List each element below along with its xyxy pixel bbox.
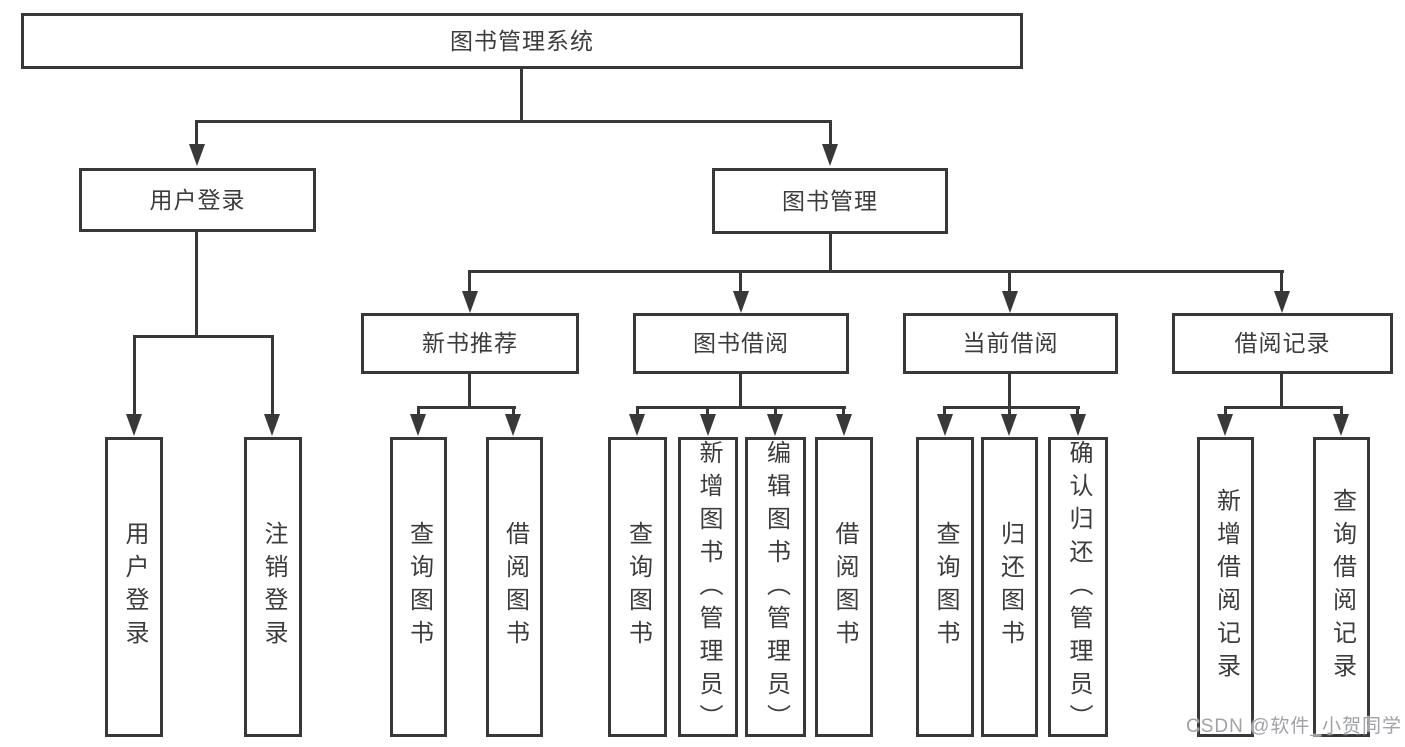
connector-shaft [1280, 270, 1283, 294]
connector-rail [636, 406, 846, 409]
watermark: CSDN @软件_小贺同学 [1186, 716, 1402, 737]
node-label: 图书管理 [782, 187, 878, 214]
connector-shaft [1340, 406, 1343, 417]
node-book-borrowing: 图书借阅 [633, 313, 849, 374]
arrowhead-down-icon [410, 414, 426, 436]
connector-rail [943, 406, 1080, 409]
node-query-books-borrowing: 查询图书 [608, 437, 667, 737]
node-user-login: 用户登录 [79, 168, 316, 232]
connector-shaft [1008, 406, 1011, 417]
arrowhead-down-icon [733, 291, 749, 313]
connector-shaft [512, 406, 515, 417]
node-borrow-books-borrowing: 借阅图书 [815, 437, 873, 737]
node-borrowing-records: 借阅记录 [1172, 313, 1393, 374]
arrowhead-down-icon [189, 144, 205, 166]
node-library-management-system: 图书管理系统 [21, 13, 1023, 69]
arrowhead-down-icon [629, 414, 645, 436]
connector-root-stub [520, 69, 523, 120]
connector-shaft [417, 406, 420, 417]
node-new-book-recommend: 新书推荐 [361, 313, 579, 374]
connector-shaft [133, 335, 136, 417]
node-label: 图书借阅 [693, 330, 789, 356]
node-label: 归还图书 [996, 521, 1024, 653]
node-logout: 注销登录 [244, 437, 302, 737]
node-query-books-recommend: 查询图书 [390, 437, 447, 737]
node-label: 查询图书 [624, 521, 652, 653]
connector-shaft [271, 335, 274, 417]
node-label: 用户登录 [149, 186, 246, 213]
node-label: 查询图书 [932, 521, 959, 653]
arrowhead-down-icon [126, 414, 142, 436]
connector-shaft [739, 270, 742, 294]
node-query-borrow-record: 查询借阅记录 [1313, 437, 1370, 737]
arrowhead-down-icon [505, 414, 521, 436]
node-label: 确认归还（管理员） [1065, 440, 1092, 737]
connector-book-mgmt-stub [829, 234, 832, 273]
node-label: 编辑图书（管理员） [762, 440, 790, 737]
connector-level3-rail [468, 270, 1284, 273]
connector-shaft [842, 406, 845, 417]
node-label: 借阅图书 [501, 521, 529, 653]
connector-shaft [1076, 406, 1079, 417]
node-label: 用户登录 [121, 521, 148, 653]
connector-rail [417, 406, 516, 409]
node-user-login-leaf: 用户登录 [105, 437, 163, 737]
node-label: 新增借阅记录 [1212, 488, 1240, 686]
node-label: 图书管理系统 [450, 27, 594, 54]
arrowhead-down-icon [822, 144, 838, 166]
arrowhead-down-icon [462, 291, 478, 313]
arrowhead-down-icon [264, 414, 280, 436]
node-add-books-admin: 新增图书（管理员） [678, 437, 738, 737]
connector-shaft [774, 406, 777, 417]
arrowhead-down-icon [1274, 291, 1290, 313]
node-label: 借阅记录 [1234, 330, 1331, 356]
connector-shaft [943, 406, 946, 417]
connector-book-mgmt-shaft [829, 120, 832, 146]
connector-stub [468, 374, 471, 409]
node-add-borrow-record: 新增借阅记录 [1197, 437, 1254, 737]
arrowhead-down-icon [1333, 414, 1349, 436]
connector-shaft [1224, 406, 1227, 417]
node-label: 注销登录 [260, 521, 287, 653]
arrowhead-down-icon [700, 414, 716, 436]
connector-stub [1280, 374, 1283, 409]
connector-shaft [636, 406, 639, 417]
node-label: 查询借阅记录 [1328, 488, 1356, 686]
arrowhead-down-icon [937, 414, 953, 436]
node-label: 新书推荐 [422, 330, 518, 356]
arrowhead-down-icon [836, 414, 852, 436]
node-current-borrowing: 当前借阅 [903, 313, 1118, 374]
connector-rail [1224, 406, 1343, 409]
connector-stub [1008, 374, 1011, 409]
connector-user-login-stub [195, 232, 198, 337]
connector-stub [739, 374, 742, 409]
node-edit-books-admin: 编辑图书（管理员） [745, 437, 806, 737]
node-borrow-books-recommend: 借阅图书 [486, 437, 543, 737]
connector-shaft [706, 406, 709, 417]
connector-shaft [1008, 270, 1011, 294]
node-confirm-return-admin: 确认归还（管理员） [1048, 437, 1108, 737]
arrowhead-down-icon [1070, 414, 1086, 436]
node-label: 查询图书 [405, 521, 433, 653]
connector-level2-rail [195, 120, 832, 123]
node-return-books: 归还图书 [981, 437, 1038, 737]
node-label: 当前借阅 [962, 330, 1059, 356]
arrowhead-down-icon [767, 414, 783, 436]
node-label: 借阅图书 [831, 521, 858, 653]
connector-shaft [468, 270, 471, 294]
connector-user-login-rail [133, 335, 274, 338]
arrowhead-down-icon [1002, 291, 1018, 313]
node-book-management: 图书管理 [712, 168, 948, 234]
arrowhead-down-icon [1001, 414, 1017, 436]
node-query-books-current: 查询图书 [916, 437, 974, 737]
arrowhead-down-icon [1217, 414, 1233, 436]
connector-user-login-shaft [195, 120, 198, 146]
node-label: 新增图书（管理员） [695, 440, 722, 737]
